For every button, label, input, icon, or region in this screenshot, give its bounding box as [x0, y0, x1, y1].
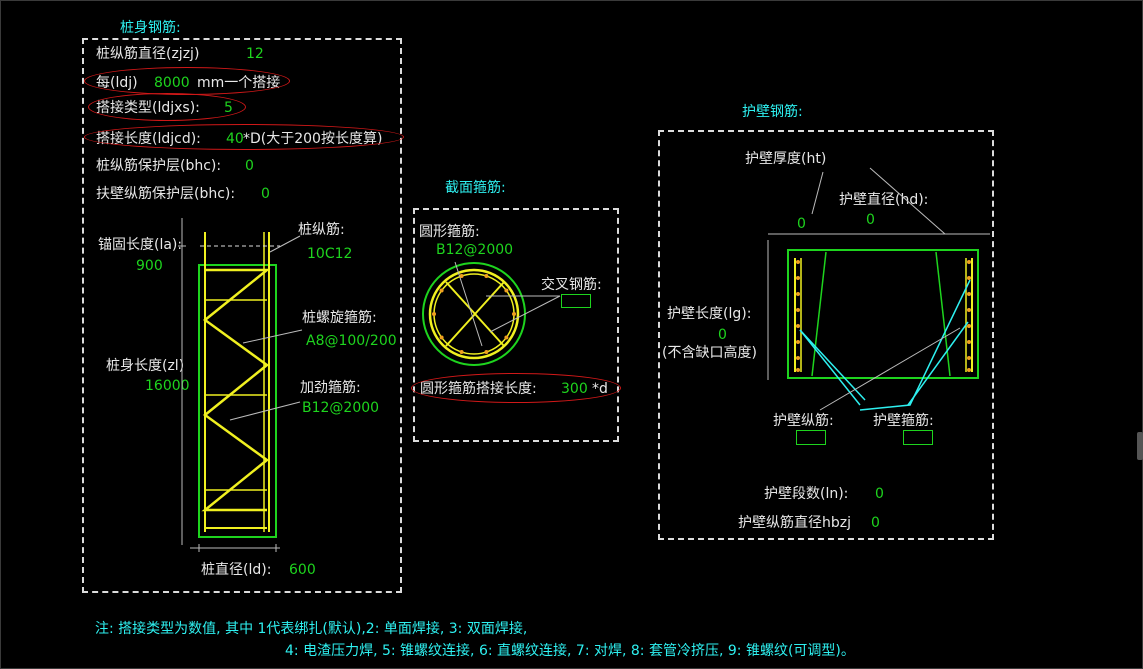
pile-spiral-value[interactable]: A8@100/200: [306, 333, 397, 349]
note-line-2: 4: 电渣压力焊, 5: 锥螺纹连接, 6: 直螺纹连接, 7: 对焊, 8: …: [285, 643, 855, 659]
highlight-ellipse: [411, 373, 621, 403]
pile-anchor-value[interactable]: 900: [136, 258, 163, 274]
wall-bar-dot: [967, 324, 971, 328]
wall-outline: [787, 249, 979, 379]
wall-bar-dot: [967, 356, 971, 360]
wall-bar-dot: [967, 308, 971, 312]
wall-rebar-panel: [658, 130, 994, 540]
wall-thickness-value[interactable]: 0: [797, 216, 806, 232]
wall-stirrup-line: [907, 321, 969, 406]
wall-bar-dot: [967, 292, 971, 296]
wall-stirrup-input[interactable]: [903, 430, 933, 445]
leader-line: [242, 329, 303, 344]
section-bar-dot: [459, 350, 464, 354]
section-stirrup-panel: [413, 208, 619, 442]
wall-long-bar-label: 护壁纵筋:: [773, 413, 834, 429]
pile-spiral-label: 桩螺旋箍筋:: [302, 310, 377, 326]
scrollbar-handle[interactable]: [1137, 432, 1143, 460]
leader-line: [489, 295, 561, 333]
wall-thickness-label: 护壁厚度(ht): [745, 151, 827, 167]
wall-taper-line: [811, 251, 827, 377]
wall-bar-dot: [967, 276, 971, 280]
pile-cover-value[interactable]: 0: [245, 158, 254, 174]
section-circle-value[interactable]: B12@2000: [436, 242, 514, 258]
wall-segments-label: 护壁段数(ln):: [764, 486, 849, 502]
leader-line: [229, 401, 301, 421]
section-bar-dot: [504, 288, 509, 293]
wall-bar-dot: [796, 356, 800, 360]
wall-bar-dot: [796, 292, 800, 296]
wall-stirrup-line: [799, 329, 861, 406]
wall-long-dia-value[interactable]: 0: [871, 515, 880, 531]
wall-stirrup-label: 护壁箍筋:: [873, 413, 934, 429]
pile-stiff-value[interactable]: B12@2000: [302, 400, 380, 416]
wall-bar-dot: [796, 308, 800, 312]
wall-rebar-title: 护壁钢筋:: [742, 104, 803, 120]
leader-line: [269, 235, 301, 253]
wall-stirrup-line: [799, 329, 866, 401]
wall-bar-dot: [796, 324, 800, 328]
note-line-1: 注: 搭接类型为数值, 其中 1代表绑扎(默认),2: 单面焊接, 3: 双面焊…: [95, 621, 528, 637]
pile-rebar-panel: [82, 38, 402, 593]
pile-length-label: 桩身长度(zl): [106, 358, 185, 374]
wall-segments-value[interactable]: 0: [875, 486, 884, 502]
section-circle-label: 圆形箍筋:: [419, 224, 480, 240]
pile-long-dia-label: 桩纵筋直径(zjzj): [96, 46, 200, 62]
wall-bar-dot: [967, 368, 971, 372]
pile-long-bar-value[interactable]: 10C12: [307, 246, 353, 262]
pile-stiff-label: 加劲箍筋:: [300, 380, 361, 396]
section-bar-dot: [439, 335, 444, 340]
pile-long-bar-label: 桩纵筋:: [298, 222, 345, 238]
pile-diameter-value[interactable]: 600: [289, 562, 316, 578]
pile-elevation: [178, 218, 303, 552]
pile-spiral-stirrup: [203, 269, 269, 511]
section-bar-dot: [432, 312, 436, 316]
pile-outline: [198, 264, 277, 538]
section-bar-dot: [512, 312, 516, 316]
pile-wall-cover-label: 扶壁纵筋保护层(bhc):: [96, 186, 236, 202]
wall-stirrup-line: [859, 279, 971, 411]
wall-bar-dot: [967, 340, 971, 344]
wall-length-note: (不含缺口高度): [662, 345, 757, 361]
section-bar-dot: [439, 288, 444, 293]
highlight-ellipse: [84, 124, 404, 150]
section-stirrup-title: 截面箍筋:: [445, 180, 506, 196]
section-bar-dot: [504, 335, 509, 340]
wall-bar-dot: [796, 260, 800, 264]
wall-diameter-value[interactable]: 0: [866, 212, 875, 228]
wall-long-bar-input[interactable]: [796, 430, 826, 445]
wall-bar-dot: [796, 276, 800, 280]
section-cross-label: 交叉钢筋:: [541, 277, 602, 293]
wall-bar-dot: [796, 368, 800, 372]
section-cross-input[interactable]: [561, 294, 591, 308]
pile-cover-label: 桩纵筋保护层(bhc):: [96, 158, 222, 174]
leader-line: [869, 167, 946, 235]
wall-taper-line: [935, 251, 951, 377]
pile-diameter-label: 桩直径(ld):: [201, 562, 272, 578]
section-bar-dot: [484, 274, 489, 278]
pile-rebar-title: 桩身钢筋:: [120, 20, 181, 36]
pile-long-dia-value[interactable]: 12: [246, 46, 264, 62]
leader-line: [811, 171, 824, 215]
section-bar-dot: [484, 350, 489, 354]
wall-diameter-label: 护壁直径(hd):: [839, 192, 929, 208]
wall-bar-dot: [967, 260, 971, 264]
wall-elevation: [767, 167, 990, 411]
leader-line: [454, 261, 483, 347]
pile-wall-cover-value[interactable]: 0: [261, 186, 270, 202]
leader-line: [819, 327, 961, 411]
pile-length-value[interactable]: 16000: [145, 378, 190, 394]
section-stirrup: [428, 268, 520, 360]
section-circle: [422, 261, 561, 366]
highlight-ellipse: [88, 93, 246, 121]
wall-length-value[interactable]: 0: [718, 327, 727, 343]
pile-anchor-label: 锚固长度(la):: [98, 237, 183, 253]
section-cross-bar: [445, 281, 505, 347]
wall-length-label: 护壁长度(lg):: [667, 306, 752, 322]
section-bar-dot: [459, 274, 464, 278]
wall-bar-dot: [796, 340, 800, 344]
wall-long-dia-label: 护壁纵筋直径hbzj: [738, 515, 851, 531]
